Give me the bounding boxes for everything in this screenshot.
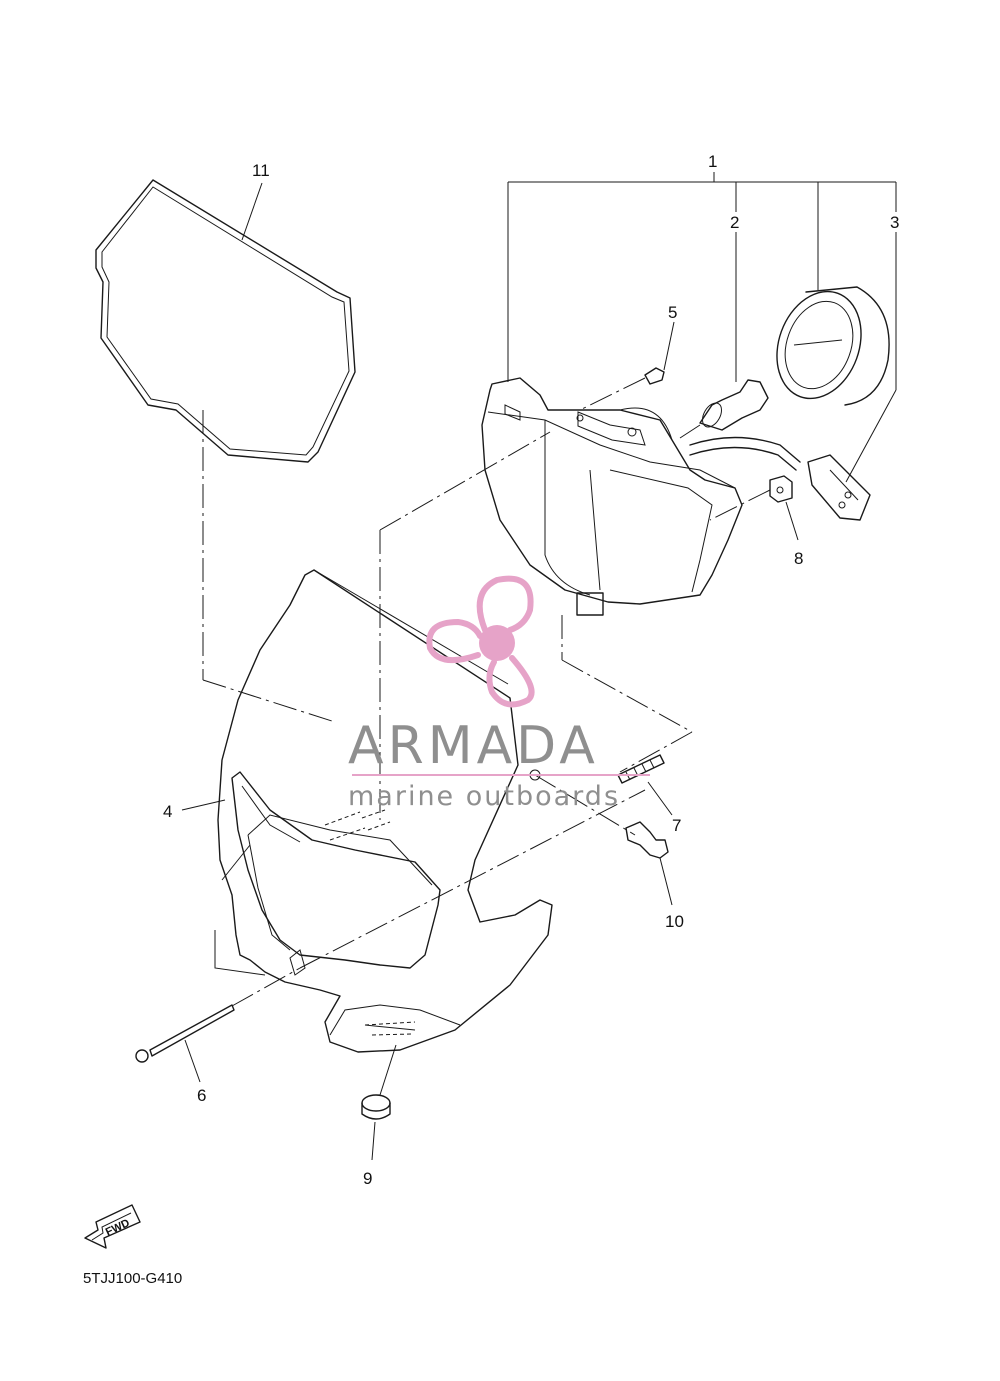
watermark-tagline: marine outboards	[348, 781, 620, 812]
callout-11: 11	[252, 161, 270, 180]
armada-watermark: ARMADA marine outboards	[348, 575, 650, 812]
callout-4: 4	[163, 802, 172, 821]
watermark-brand: ARMADA	[348, 716, 599, 776]
part-4-cowl	[181, 569, 553, 1053]
diagram-code: 5TJJ100-G410	[83, 1270, 182, 1287]
callout-6: 6	[197, 1086, 206, 1105]
callout-9: 9	[363, 1169, 372, 1188]
headlight-housing	[481, 377, 743, 616]
part-11-gasket	[95, 179, 356, 463]
part-2-bulb	[679, 379, 769, 439]
part-3-socket-ring	[776, 286, 890, 406]
part-9-grommet	[361, 1044, 397, 1161]
fwd-arrow-icon: FWD	[84, 1204, 141, 1249]
part-6-long-bolt	[135, 967, 301, 1083]
callout-2: 2	[730, 213, 739, 232]
callout-10: 10	[665, 912, 684, 931]
assembly-bracket	[507, 172, 897, 483]
alignment-lines	[202, 410, 693, 969]
callout-3: 3	[890, 213, 899, 232]
fwd-label: FWD	[104, 1217, 132, 1238]
part-10-bolt	[625, 821, 673, 906]
callout-8: 8	[794, 549, 803, 568]
callout-1: 1	[708, 152, 717, 171]
callout-7: 7	[672, 816, 681, 835]
wiring-harness	[689, 436, 871, 521]
part-8-nut	[709, 475, 799, 541]
part-5-screw	[579, 321, 675, 411]
part-7-spring	[617, 754, 673, 816]
callout-labels: 1 2 3 4 5 6 7 8 9 10 11	[163, 152, 899, 1188]
callout-5: 5	[668, 303, 677, 322]
propeller-logo-icon	[426, 575, 535, 708]
